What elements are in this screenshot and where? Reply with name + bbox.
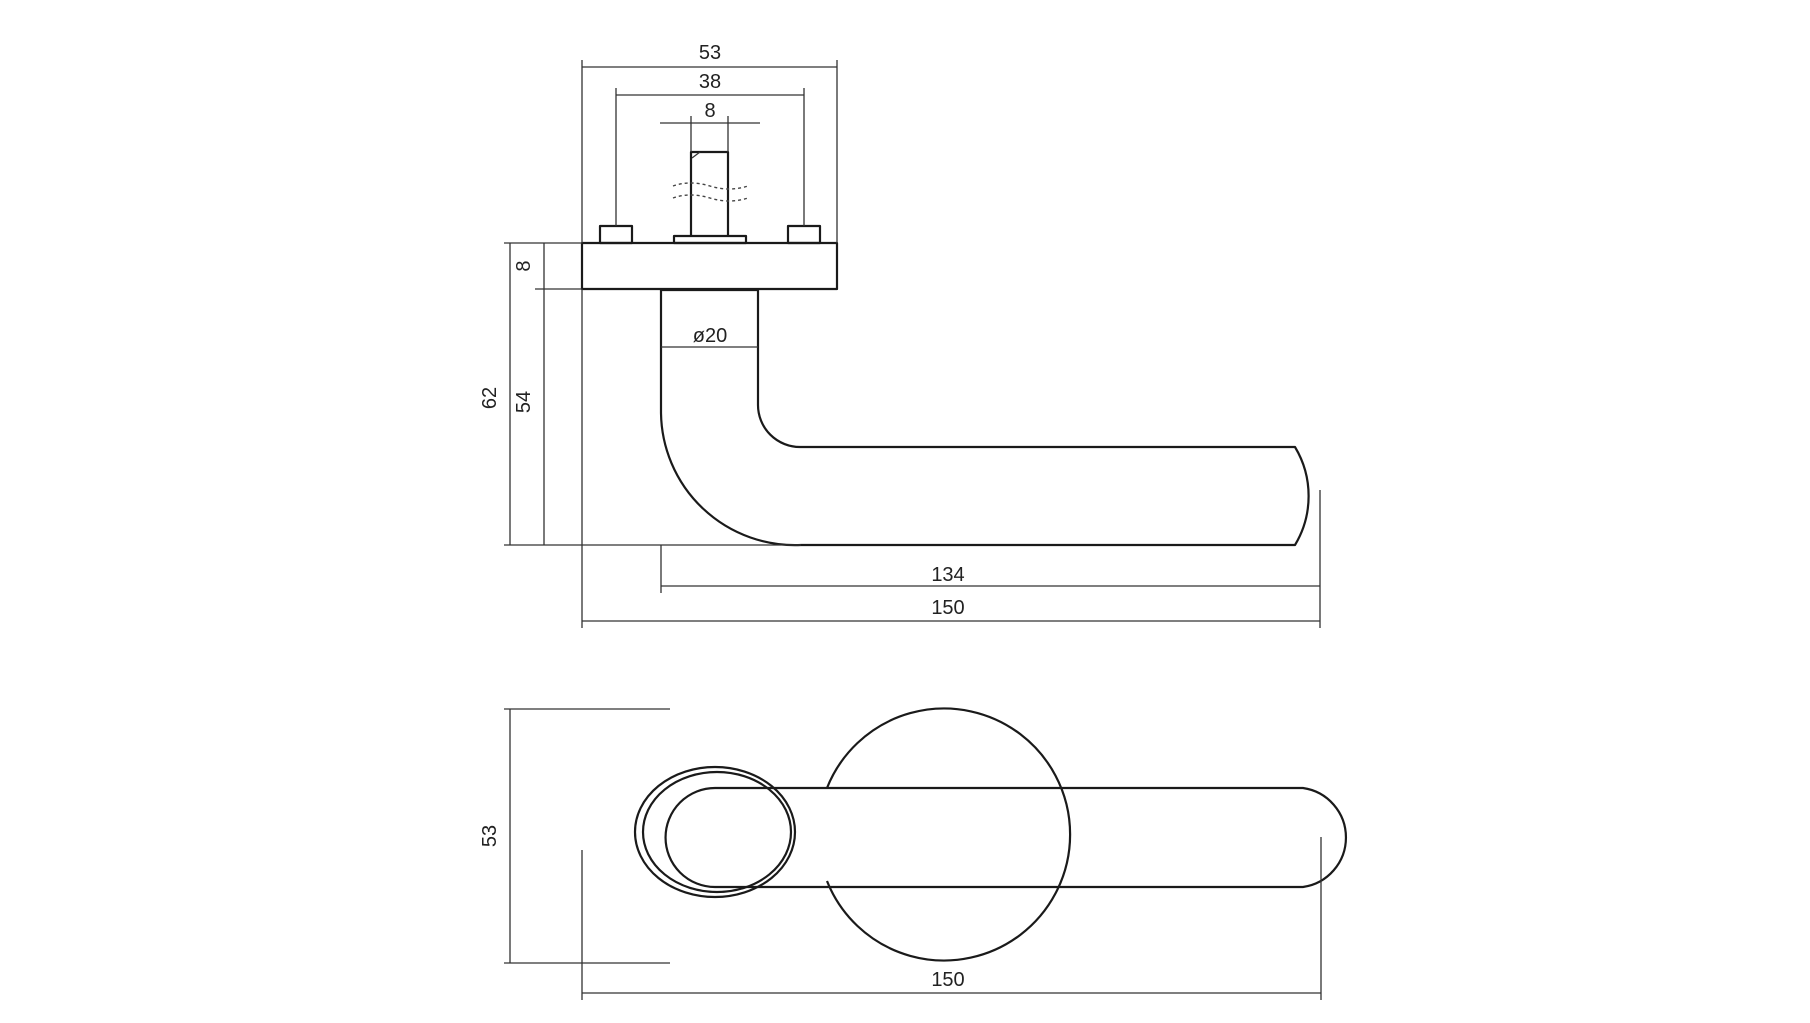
lever-grip: [664, 786, 1347, 889]
screw-head-left: [598, 224, 634, 245]
dim-rose-thickness: 8: [513, 260, 535, 271]
break-line-upper: [672, 182, 749, 190]
rose-outer: [825, 707, 1072, 962]
dim-screw-spacing: 38: [699, 71, 721, 93]
spindle: [689, 150, 730, 236]
dim-rose-width: 53: [699, 42, 721, 64]
dim-rose-diameter: 53: [479, 825, 501, 847]
rose-plate: [580, 241, 839, 291]
dim-neck-height: 54: [513, 391, 535, 413]
dim-lever-length: 134: [931, 564, 964, 586]
dim-total-length: 150: [931, 597, 964, 619]
dim-spindle: 8: [704, 100, 715, 122]
spindle-base: [672, 234, 748, 245]
side-view: ø20 53 38 8 62 8 54 134 150: [479, 42, 1321, 628]
lever-body: [659, 290, 1310, 547]
dim-neck-diameter: ø20: [693, 325, 727, 347]
spindle-chamfer: [691, 151, 701, 159]
screw-head-right: [786, 224, 822, 245]
dim-total-height: 62: [479, 387, 501, 409]
dim-total-length-top: 150: [931, 969, 964, 991]
neck-ring-outer: [633, 765, 797, 899]
top-view: 53 150: [479, 707, 1347, 1000]
neck-ring-inner: [641, 770, 793, 894]
break-line-lower: [672, 194, 749, 202]
